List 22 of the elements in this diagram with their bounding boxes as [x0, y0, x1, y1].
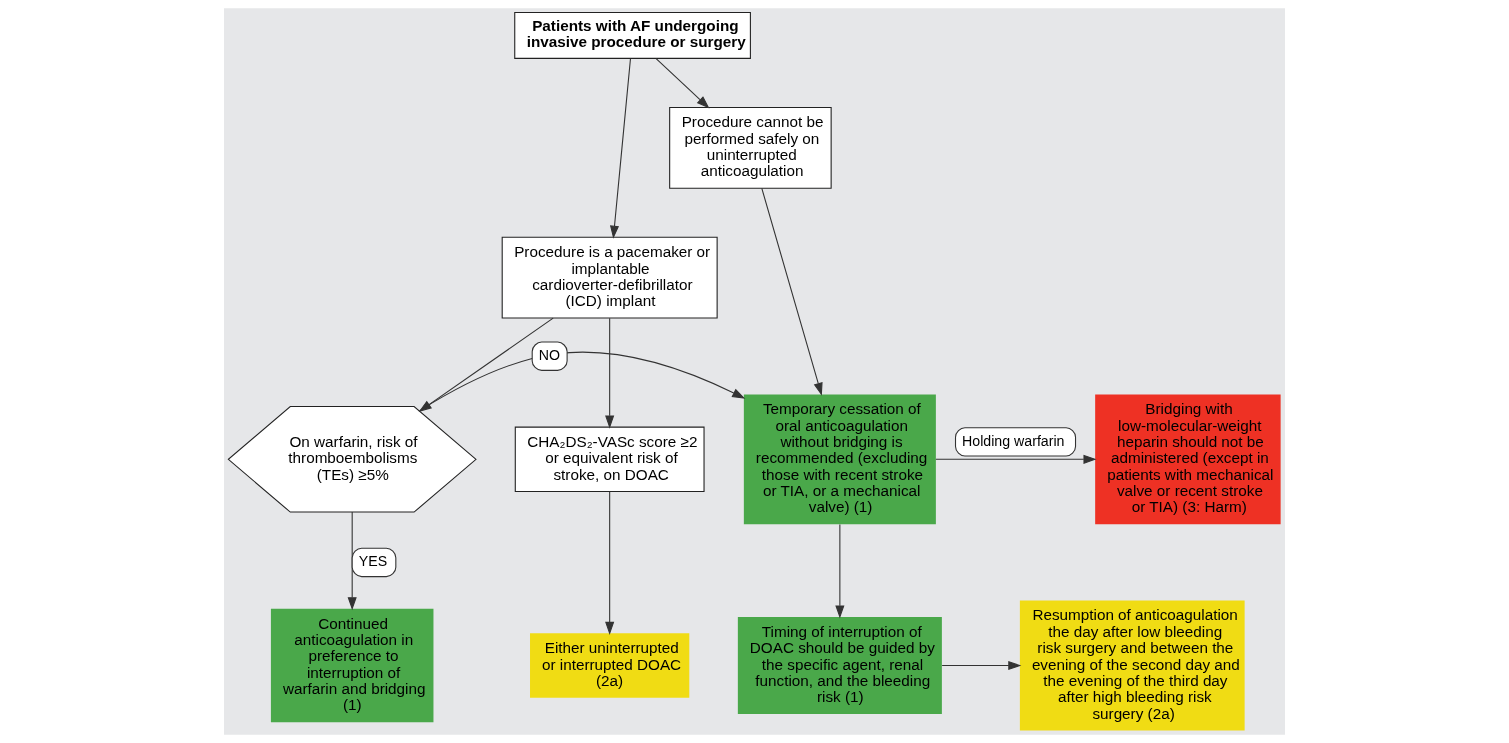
node-box: CHA₂DS₂-VASc score ≥2 or equivalent risk of stroke, on DOAC — [514, 426, 705, 493]
arrow — [835, 523, 845, 619]
node-box: Either uninterrupted or interrupted DOAC (2a) — [530, 633, 690, 698]
node-box: Temporary cessation of oral anticoagulation without bridging is recommended (excluding those with recent stroke or TIA, or a mechanical valve) (1) — [743, 394, 936, 525]
node-box: Procedure is a pacemaker or implantable cardioverter-defibrillator (ICD) implant — [501, 236, 718, 319]
arrow — [605, 491, 615, 635]
node-box: Resumption of anticoagulation the day after low bleeding risk surgery and between the evening of the second day and the evening of the third day after high bleeding risk surgery (2a) — [1019, 600, 1245, 731]
edge-label: NO — [538, 346, 561, 363]
arrow — [605, 317, 615, 429]
arrow — [347, 511, 357, 611]
arrow — [761, 187, 823, 396]
arrow — [941, 660, 1022, 671]
node-box: Continued anticoagulation in preference to interruption of warfarin and bridging (1) — [270, 608, 434, 723]
node-box: Bridging with low-molecular-weight heparin should not be administered (except in patients with mechanical valve or recent stroke or TIA) (3: Harm) — [1095, 394, 1281, 525]
arrow — [655, 58, 710, 109]
edge-label: Holding warfarin — [962, 432, 1065, 449]
node-box: Patients with AF undergoing invasive procedure or surgery — [514, 12, 751, 59]
node-box: Procedure cannot be performed safely on uninterrupted anticoagulation — [669, 106, 832, 189]
arrow — [609, 58, 631, 239]
edge-label: YES — [358, 553, 388, 570]
node-box: Timing of interruption of DOAC should be guided by the specific agent, renal function, and the bleeding risk (1) — [737, 617, 942, 715]
arrow — [935, 454, 1097, 464]
